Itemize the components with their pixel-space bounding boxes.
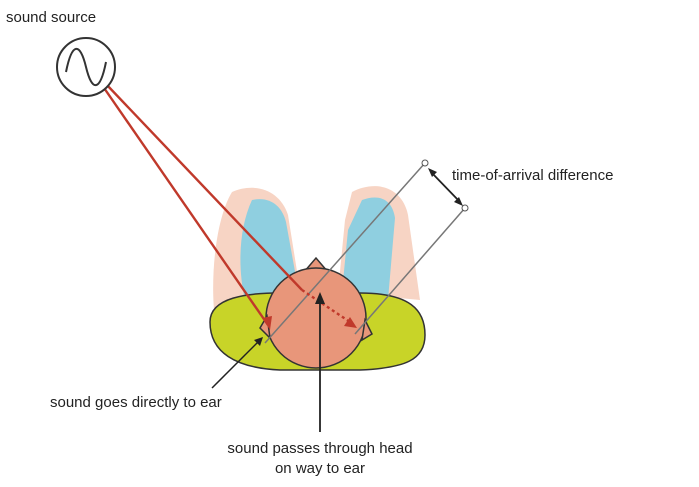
- wavefront-end-near: [422, 160, 428, 166]
- label-through-head-2: on way to ear: [275, 460, 365, 477]
- head-circle: [266, 268, 366, 368]
- label-through-head-1: sound passes through head: [227, 440, 412, 457]
- label-direct-to-ear: sound goes directly to ear: [50, 394, 222, 411]
- ray-through-head: [106, 84, 302, 290]
- label-time-of-arrival: time-of-arrival difference: [452, 167, 613, 184]
- label-sound-source: sound source: [6, 9, 96, 26]
- sine-wave-source-icon: [57, 38, 115, 96]
